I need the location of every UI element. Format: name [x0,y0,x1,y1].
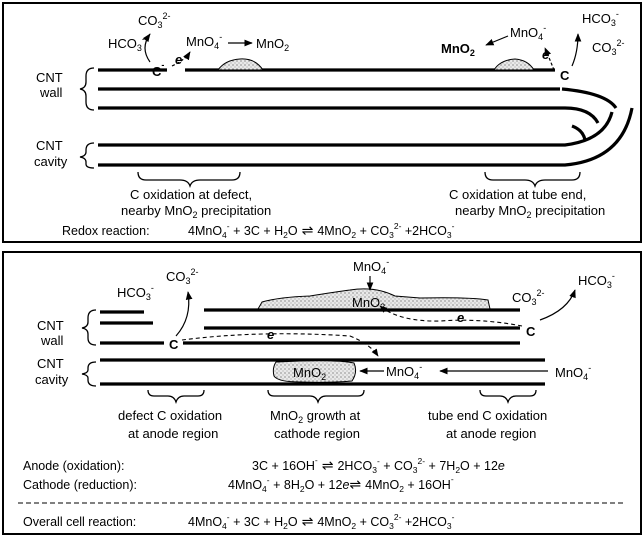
bottom-electron-path-upper [379,305,523,327]
top-mno4-right: MnO4- [510,23,546,42]
top-mno2-left: MnO2 [256,36,289,53]
top-wall-line-5 [98,107,634,167]
bottom-cnt-cavity-label-2: cavity [35,372,69,387]
top-cavity-brace [79,142,95,169]
bottom-overall-label: Overall cell reaction: [23,515,136,529]
top-wall-curve-outer [561,87,618,110]
top-redox-label: Redox reaction: [62,224,150,238]
top-c-defect: C- [152,60,164,79]
top-panel-frame [2,2,642,243]
bottom-mno4-top: MnO4- [353,257,389,276]
top-co3-left: CO32- [138,11,171,30]
top-e-left: e [175,52,182,67]
bottom-co3-right: CO32- [512,288,545,307]
top-arrow-mno4-to-mno2-right [485,35,509,46]
bottom-panel-frame [2,251,642,535]
top-wall-line-3 [98,106,600,124]
top-caption-left-1: C oxidation at defect, [130,187,252,202]
bottom-cnt-cavity-label-1: CNT [37,356,64,371]
bottom-co3-left: CO32- [166,267,199,286]
top-cnt-walls [98,68,634,167]
top-caption-left-2: nearby MnO2 precipitation [121,203,271,220]
top-caption-brace-right [484,171,581,189]
bottom-mno2-outer-deposit [257,288,491,310]
top-cnt-cavity-label-2: cavity [34,154,68,169]
bottom-cap-right-1: tube end C oxidation [428,408,547,423]
bottom-electron-path-lower [181,333,379,357]
bottom-mno2-inner-deposit [272,360,357,383]
top-panel: CO32- HCO3- MnO4- MnO2 C- e MnO2 MnO4- e… [2,2,642,243]
bottom-arrow-c-to-hco3-right [539,289,576,321]
bottom-cathode-label: Cathode (reduction): [23,478,137,492]
bottom-cathode-equation: 4MnO4- + 8H2O + 12e⇌4MnO2 + 16OH- [228,474,454,494]
bottom-hco3-left: HCO3- [117,283,154,302]
bottom-caption-brace-mid [267,389,365,405]
top-mno4-left: MnO4- [186,32,222,51]
bottom-cnt-wall-label-1: CNT [37,318,64,333]
top-mno2-deposit-left [217,58,264,71]
top-caption-right-1: C oxidation at tube end, [449,187,586,202]
top-arrow-e-to-mno4 [171,51,191,67]
top-cnt-cavity-label-1: CNT [36,138,63,153]
bottom-caption-brace-left [147,389,205,405]
bottom-cavity-brace [81,361,97,387]
bottom-cap-mid-1: MnO2 growth at [270,408,361,425]
bottom-cap-left-1: defect C oxidation [118,408,222,423]
bottom-c-end: C [526,324,536,339]
bottom-e-mid: e [267,327,274,342]
top-cnt-wall-label-1: CNT [36,70,63,85]
top-arrow-c-to-hco3 [142,33,151,63]
bottom-panel: MnO4- MnO2 HCO3- CO32- C CO32- HCO3- C e… [2,251,642,535]
bottom-overall-equation: 4MnO4- + 3C + H2O⇌4MnO2 + CO32- +2HCO3- [188,512,455,531]
top-cnt-wall-label-2: wall [39,85,63,100]
top-wall-arc-1 [571,124,587,141]
bottom-anode-label: Anode (oxidation): [23,459,124,473]
bottom-mno4-entry: MnO4- [555,363,591,382]
bottom-c-defect: C [169,337,179,352]
top-caption-right-2: nearby MnO2 precipitation [455,203,605,220]
bottom-anode-equation: 3C + 16OH-⇌2HCO3- + CO32- + 7H2O + 12e [252,455,505,475]
bottom-mno2-inner: MnO2 [293,365,326,382]
bottom-hco3-right: HCO3- [578,271,615,290]
top-arrow-c-to-hco3-right [571,33,582,67]
bottom-wall-brace [81,309,97,346]
top-caption-brace-left [137,171,241,189]
top-co3-right: CO32- [592,38,625,57]
top-c-end: C [560,68,570,83]
bottom-cnt-wall-label-2: wall [40,333,64,348]
bottom-mno4-inner: MnO4- [386,362,422,381]
bottom-caption-brace-right [479,389,537,405]
top-hco3-right: HCO3- [582,9,619,28]
bottom-arrow-c-to-co3 [175,291,193,337]
bottom-cap-right-2: at anode region [446,426,536,441]
top-wall-brace [79,67,95,111]
bottom-e-top: e [457,310,464,325]
bottom-cnt-walls [100,308,545,386]
bottom-cap-mid-2: cathode region [274,426,360,441]
top-wall-line-4 [98,111,614,147]
top-mno2-deposit-right [493,58,535,71]
top-redox-equation: 4MnO4- + 3C + H2O⇌4MnO2 + CO32- +2HCO3- [188,221,455,240]
top-mno2-right: MnO2 [441,41,475,58]
bottom-cap-left-2: at anode region [128,426,218,441]
top-arrow-e-to-mno4-right [544,47,555,71]
top-hco3-left: HCO3- [108,34,145,53]
